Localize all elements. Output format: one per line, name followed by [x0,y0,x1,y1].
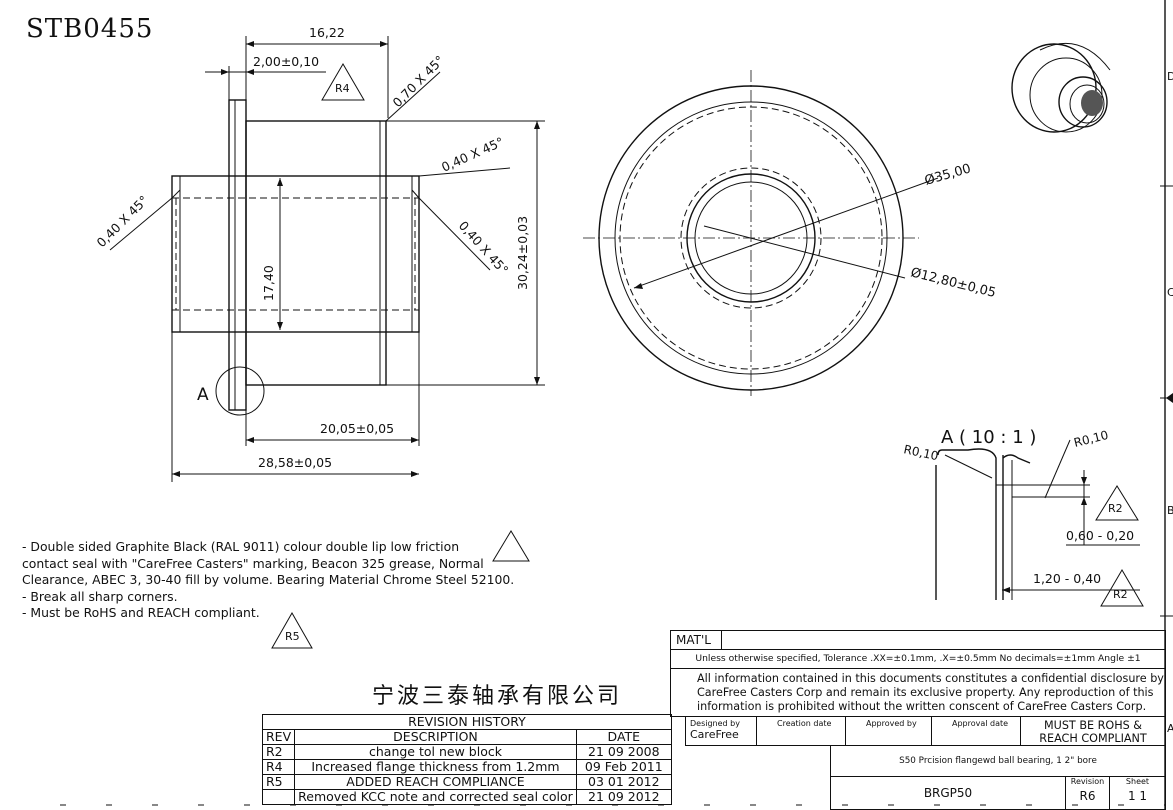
rev-flag-r2a: R2 [1108,502,1123,515]
table-row: R5 ADDED REACH COMPLIANCE 03 01 2012 [261,774,672,790]
note-line: - Double sided Graphite Black (RAL 9011)… [22,539,460,554]
table-row: R4 Increased flange thickness from 1.2mm… [261,759,672,775]
matl-label: MAT'L [670,630,722,650]
detail-title: A ( 10 : 1 ) [941,427,1036,448]
designed-by-cell: Designed by CareFree [685,716,757,746]
desc-cell: ADDED REACH COMPLIANCE [294,774,577,790]
front-view [583,70,939,396]
rev-flag-r4: R4 [335,82,350,95]
date-cell: 21 09 2012 [575,789,672,805]
desc-cell: Increased flange thickness from 1.2mm [294,759,577,775]
rev-cell: R2 [261,744,296,760]
tolerance-note: Unless otherwise specified, Tolerance .X… [670,649,1166,669]
revision-value: R6 [1079,789,1096,803]
section-view [171,99,420,411]
rev-flag-r5: R5 [285,630,300,643]
sheet-value: 1 1 [1127,789,1148,803]
flange-outline [228,99,247,411]
rohs-cell: MUST BE ROHS & REACH COMPLIANT [1020,716,1166,746]
dim-chamfer-top: 0,70 X 45° [390,52,448,110]
rev-cell: R5 [261,774,296,790]
designed-by-value: CareFree [690,728,739,741]
date-cell: 09 Feb 2011 [575,759,672,775]
note-line: Clearance, ABEC 3, 30-40 fill by volume.… [22,572,515,587]
description-header: DESCRIPTION [294,729,577,745]
detail-gap-1: 0,60 - 0,20 [1066,528,1134,543]
notes-block: - Double sided Graphite Black (RAL 9011)… [22,539,514,622]
dim-flange-thickness: 2,00±0,10 [253,54,319,69]
company-name-cn: 宁波三泰轴承有限公司 [372,684,623,709]
confidential-line: All information contained in this docume… [697,672,1164,685]
detail-radius-left: R0,10 [902,442,939,463]
dim-dia-inner: Ø12,80±0,05 [909,265,997,301]
dim-length-inner: 20,05±0,05 [320,421,394,436]
confidential-line: CareFree Casters Corp and remain its exc… [697,686,1154,699]
detail-radius-right: R0,10 [1072,428,1109,450]
section-dimensions [109,36,545,482]
creation-date-cell: Creation date [756,716,846,746]
rev-flag-r4-triangle [321,63,365,101]
sheet-label: Sheet [1125,777,1150,786]
table-row: Removed KCC note and corrected seal colo… [261,789,672,805]
revision-cell: Revision R6 [1065,776,1110,810]
desc-cell: change tol new block [294,744,577,760]
part-description: S50 Prcision flangewd ball bearing, 1 2"… [830,745,1166,777]
rev-flag-r2-triangle [1095,485,1139,521]
approved-by-cell: Approved by [845,716,932,746]
note-line: - Break all sharp corners. [22,588,178,604]
creation-date-label: Creation date [777,719,832,728]
detail-view [935,439,1140,600]
inner-ring-outline [171,175,420,333]
dim-chamfer-left: 0,40 X 45° [94,192,152,250]
dim-chamfer-right: 0,40 X 45° [456,218,512,277]
part-code: BRGP50 [830,776,1066,810]
confidential-line: information is prohibited without the wr… [697,700,1147,713]
dim-chamfer-inner-right: 0,40 X 45° [439,134,506,175]
iso-view [1011,42,1111,133]
note-triangle [492,530,530,562]
date-cell: 03 01 2012 [575,774,672,790]
approved-by-label: Approved by [866,719,917,728]
part-number: STB0455 [26,14,154,44]
detail-gap-2: 1,20 - 0,40 [1033,571,1101,586]
rev-flag-r2b: R2 [1113,588,1128,601]
confidential-notice: All information contained in this docume… [670,668,1166,717]
note-line: contact seal with "CareFree Casters" mar… [22,555,484,571]
approval-date-label: Approval date [952,719,1009,728]
rev-cell: R4 [261,759,296,775]
approval-date-cell: Approval date [931,716,1021,746]
rev-flag-r5-triangle [271,611,313,649]
revision-history-title: REVISION HISTORY [262,714,672,730]
border-letter-d: D [1167,70,1173,83]
dim-dia-outer: Ø35,00 [923,161,973,188]
matl-row [670,630,1166,650]
revision-label: Revision [1070,777,1105,786]
revision-history-table: REVISION HISTORY REV DESCRIPTION DATE R2… [261,714,672,805]
dim-outer-height: 30,24±0,03 [515,216,530,290]
table-row: R2 change tol new block 21 09 2008 [261,744,672,760]
date-cell: 21 09 2008 [575,744,672,760]
desc-cell: Removed KCC note and corrected seal colo… [294,789,577,805]
border-letter-a: A [1167,722,1173,735]
detail-a-circle [215,366,265,416]
designed-by-label: Designed by [690,719,740,728]
note-line: - Must be RoHS and REACH compliant. [22,605,260,620]
rev-header: REV [261,729,296,745]
border-letter-b: B [1167,504,1173,517]
rev-cell [261,789,296,805]
rohs-line: REACH COMPLIANT [1039,732,1147,745]
outer-ring-outline [245,120,387,386]
border-letter-c: C [1167,286,1173,299]
date-header: DATE [575,729,672,745]
sheet-cell: Sheet 1 1 [1109,776,1166,810]
dim-bore: 17,40 [261,265,276,301]
rev-flag-r2b-triangle [1100,569,1144,607]
dim-overall-top: 16,22 [309,25,345,40]
rohs-line: MUST BE ROHS & [1043,719,1142,732]
detail-ref-label: A [197,385,209,405]
dim-length-total: 28,58±0,05 [258,455,332,470]
